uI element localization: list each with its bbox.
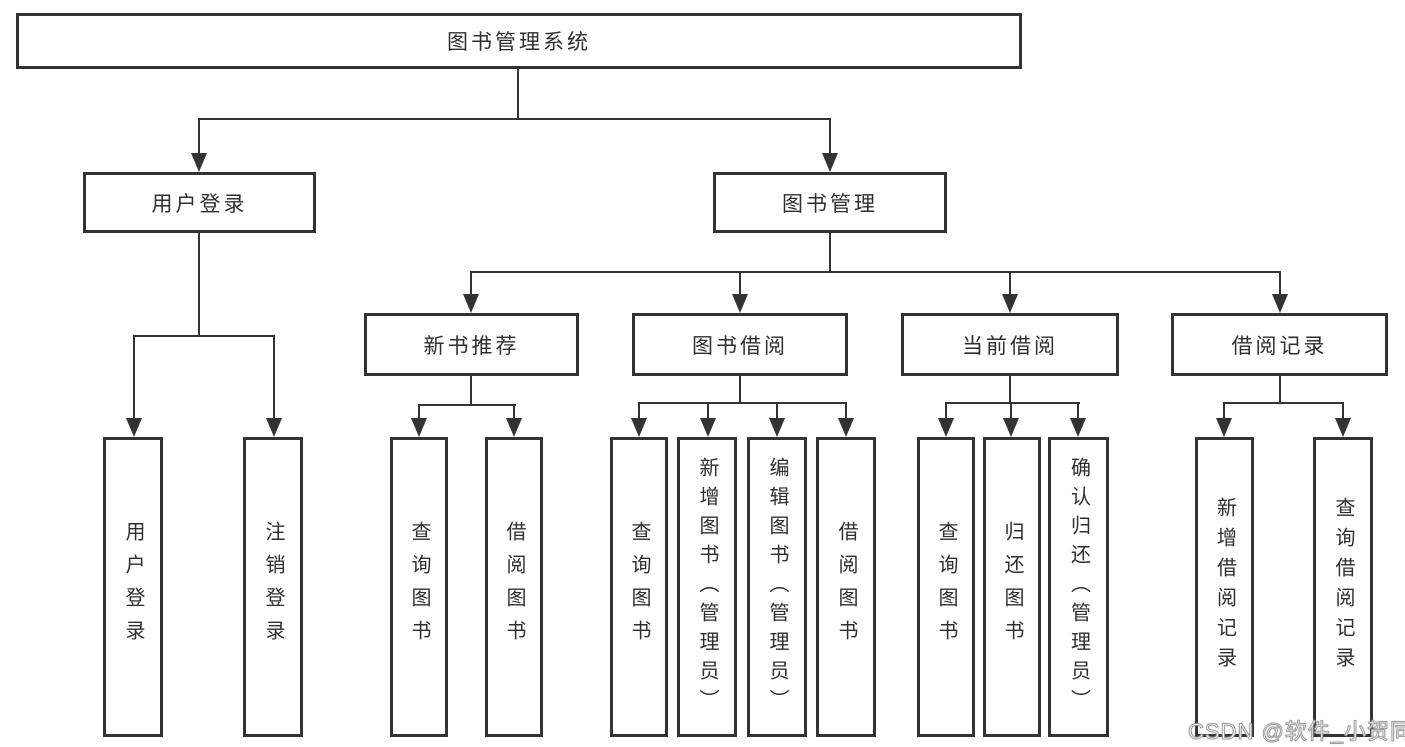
arrow-down-icon (838, 418, 854, 437)
node-label: 借阅图书 (835, 521, 857, 653)
arrow-down-icon (700, 418, 716, 437)
connector-line (1223, 402, 1225, 419)
node-borrowing-records: 借阅记录 (1171, 313, 1388, 376)
node-label: 查询图书 (935, 521, 957, 653)
arrow-down-icon (822, 153, 838, 172)
node-label: 注销登录 (262, 521, 284, 653)
connector-line (829, 233, 831, 273)
node-leaf-edit-books-admin: 编辑图书（管理员） (747, 437, 807, 737)
node-book-management: 图书管理 (713, 172, 947, 233)
connector-line (1009, 271, 1011, 296)
connector-line (1279, 271, 1281, 296)
node-leaf-logout: 注销登录 (243, 437, 303, 737)
node-label: 编辑图书（管理员） (766, 456, 788, 718)
arrow-down-icon (126, 418, 142, 437)
node-label: 归还图书 (1001, 521, 1023, 653)
connector-line (1279, 376, 1281, 404)
connector-line (638, 402, 847, 404)
connector-line (470, 376, 472, 406)
node-leaf-borrow-books-bb: 借阅图书 (816, 437, 876, 737)
node-leaf-query-books-bb: 查询图书 (610, 437, 668, 737)
node-label: 图书管理 (782, 192, 878, 216)
node-leaf-return-books: 归还图书 (983, 437, 1041, 737)
arrow-down-icon (1272, 294, 1288, 313)
node-leaf-user-login: 用户登录 (103, 437, 163, 737)
connector-line (273, 335, 275, 419)
arrow-down-icon (1070, 418, 1086, 437)
node-library-management-system: 图书管理系统 (16, 13, 1022, 69)
arrow-down-icon (191, 153, 207, 172)
node-leaf-add-borrow-record: 新增借阅记录 (1195, 437, 1254, 737)
connector-line (1077, 402, 1079, 419)
node-label: 图书借阅 (692, 334, 788, 358)
node-user-login: 用户登录 (83, 172, 316, 233)
connector-line (739, 376, 741, 404)
node-label: 借阅图书 (503, 521, 525, 653)
arrow-down-icon (769, 418, 785, 437)
node-label: 确认归还（管理员） (1067, 456, 1090, 718)
connector-line (198, 118, 831, 120)
connector-line (1223, 402, 1344, 404)
connector-line (707, 402, 709, 419)
node-label: 借阅记录 (1231, 334, 1328, 358)
node-leaf-confirm-return-admin: 确认归还（管理员） (1048, 437, 1109, 737)
node-leaf-add-books-admin: 新增图书（管理员） (677, 437, 737, 737)
connector-line (739, 271, 741, 296)
arrow-down-icon (1335, 418, 1351, 437)
node-label: 新增图书（管理员） (696, 456, 718, 718)
connector-line (1009, 376, 1011, 404)
connector-line (133, 335, 275, 337)
node-leaf-borrow-books-nb: 借阅图书 (485, 437, 543, 737)
connector-line (517, 69, 519, 120)
node-label: 用户登录 (151, 192, 248, 216)
node-label: 查询图书 (628, 521, 650, 653)
node-label: 新增借阅记录 (1213, 497, 1236, 677)
connector-line (638, 402, 640, 419)
connector-line (945, 402, 1080, 404)
connector-line (945, 402, 947, 419)
node-current-borrowing: 当前借阅 (901, 313, 1119, 376)
arrow-down-icon (1003, 418, 1019, 437)
arrow-down-icon (463, 294, 479, 313)
node-label: 用户登录 (122, 521, 144, 653)
connector-line (133, 335, 135, 419)
connector-line (198, 233, 200, 337)
arrow-down-icon (938, 418, 954, 437)
connector-line (470, 271, 472, 296)
arrow-down-icon (506, 418, 522, 437)
csdn-watermark: CSDN @软件_小贺同学 (1187, 719, 1405, 745)
arrow-down-icon (266, 418, 282, 437)
node-label: 新书推荐 (423, 334, 520, 358)
arrow-down-icon (411, 418, 427, 437)
node-leaf-query-books-cb: 查询图书 (917, 437, 975, 737)
connector-line (470, 271, 1281, 273)
connector-line (198, 118, 200, 154)
connector-line (829, 118, 831, 154)
arrow-down-icon (732, 294, 748, 313)
node-leaf-query-books-nb: 查询图书 (390, 437, 448, 737)
connector-line (1342, 402, 1344, 419)
node-label: 查询图书 (408, 521, 430, 653)
connector-line (418, 404, 516, 406)
node-leaf-query-borrow-record: 查询借阅记录 (1313, 437, 1373, 737)
arrow-down-icon (1002, 294, 1018, 313)
node-new-book-recommend: 新书推荐 (364, 313, 579, 376)
connector-line (1010, 402, 1012, 419)
connector-line (418, 404, 420, 419)
connector-line (513, 404, 515, 419)
arrow-down-icon (631, 418, 647, 437)
node-label: 当前借阅 (962, 334, 1058, 358)
connector-line (776, 402, 778, 419)
arrow-down-icon (1216, 418, 1232, 437)
node-label: 图书管理系统 (447, 31, 591, 54)
node-book-borrowing: 图书借阅 (632, 313, 848, 376)
node-label: 查询借阅记录 (1332, 497, 1354, 677)
connector-line (845, 402, 847, 419)
